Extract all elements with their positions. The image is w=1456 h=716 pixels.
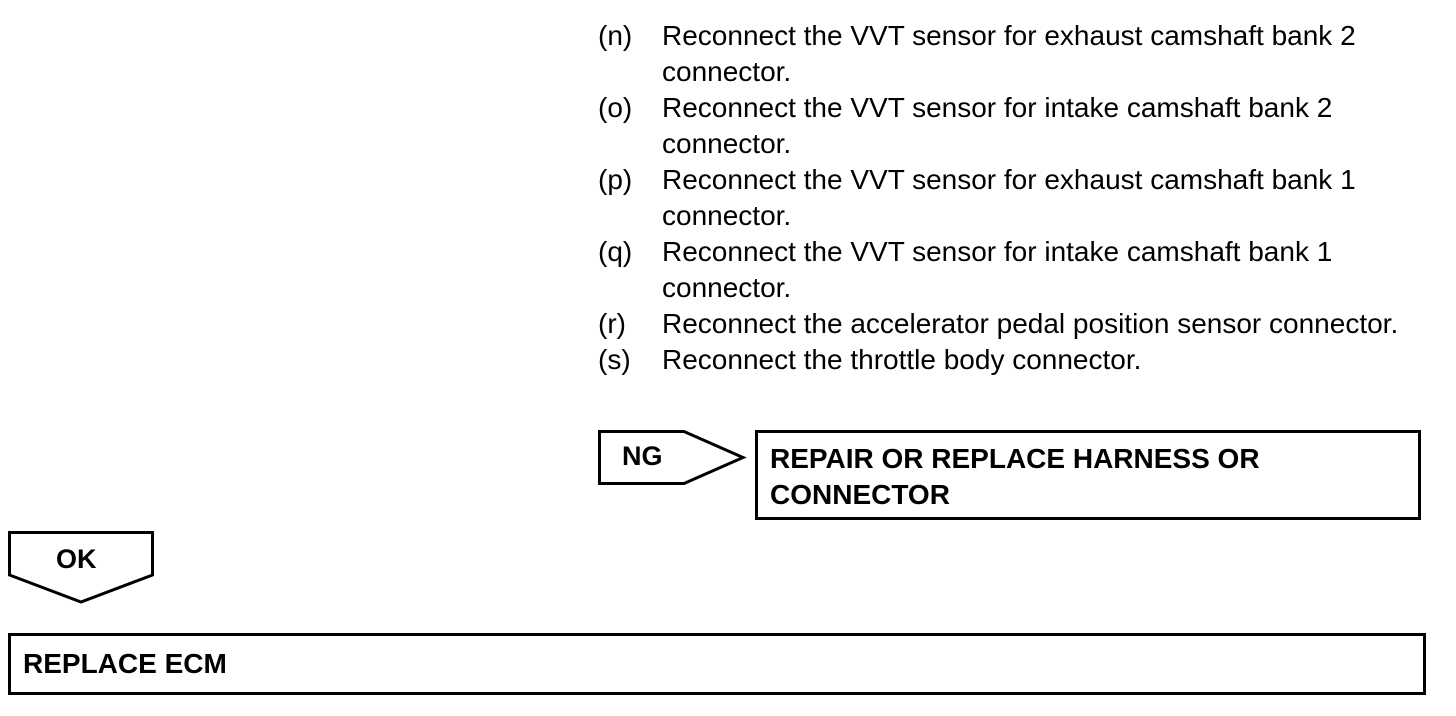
- ng-label: NG: [622, 441, 663, 471]
- step-letter: (o): [598, 92, 633, 123]
- procedure-steps: (n) Reconnect the VVT sensor for exhaust…: [598, 18, 1438, 378]
- step-text: Reconnect the VVT sensor for intake cams…: [662, 92, 1333, 159]
- down-arrow-icon: [8, 531, 154, 604]
- step-text: Reconnect the VVT sensor for exhaust cam…: [662, 164, 1356, 231]
- ok-result-box: REPLACE ECM: [8, 633, 1426, 695]
- step-text: Reconnect the VVT sensor for intake cams…: [662, 236, 1333, 303]
- ok-label: OK: [56, 544, 97, 574]
- right-arrow-icon: [598, 430, 747, 485]
- step-item: (o) Reconnect the VVT sensor for intake …: [598, 90, 1438, 162]
- ng-branch-arrow: NG: [598, 430, 748, 486]
- step-item: (p) Reconnect the VVT sensor for exhaust…: [598, 162, 1438, 234]
- step-item: (q) Reconnect the VVT sensor for intake …: [598, 234, 1438, 306]
- ok-branch-arrow: OK: [8, 531, 154, 605]
- step-text: Reconnect the throttle body connector.: [662, 344, 1142, 375]
- step-item: (n) Reconnect the VVT sensor for exhaust…: [598, 18, 1438, 90]
- step-item: (s) Reconnect the throttle body connecto…: [598, 342, 1438, 378]
- step-letter: (r): [598, 308, 626, 339]
- step-letter: (q): [598, 236, 633, 267]
- step-item: (r) Reconnect the accelerator pedal posi…: [598, 306, 1438, 342]
- ng-result-box: REPAIR OR REPLACE HARNESS OR CONNECTOR: [755, 430, 1421, 520]
- step-letter: (p): [598, 164, 633, 195]
- step-letter: (s): [598, 344, 631, 375]
- step-text: Reconnect the accelerator pedal position…: [662, 308, 1399, 339]
- step-letter: (n): [598, 20, 633, 51]
- step-text: Reconnect the VVT sensor for exhaust cam…: [662, 20, 1356, 87]
